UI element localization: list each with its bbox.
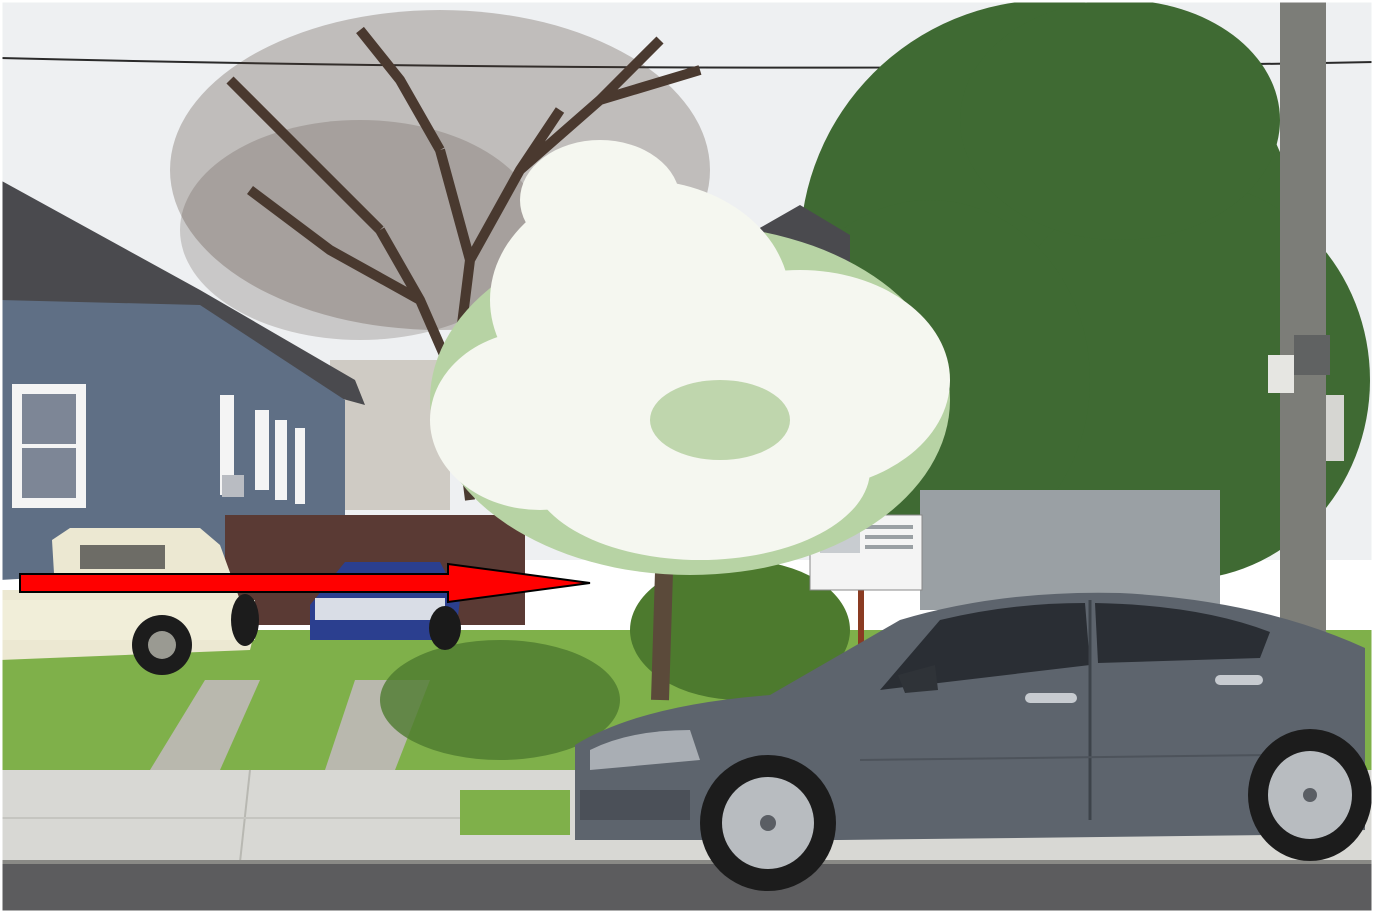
blossom-tree <box>430 140 950 701</box>
driveway-strip <box>150 680 260 770</box>
right-building <box>920 490 1220 610</box>
sedan-car <box>575 592 1372 891</box>
planter-grass <box>460 790 570 835</box>
arrow-right-icon <box>19 562 591 604</box>
red-arrow-annotation <box>19 562 591 604</box>
shrub <box>630 560 850 700</box>
utility-pole <box>1268 0 1344 640</box>
road <box>0 862 1374 913</box>
grass-clump <box>380 640 620 760</box>
pickup-truck <box>0 528 259 675</box>
left-house <box>0 180 365 580</box>
